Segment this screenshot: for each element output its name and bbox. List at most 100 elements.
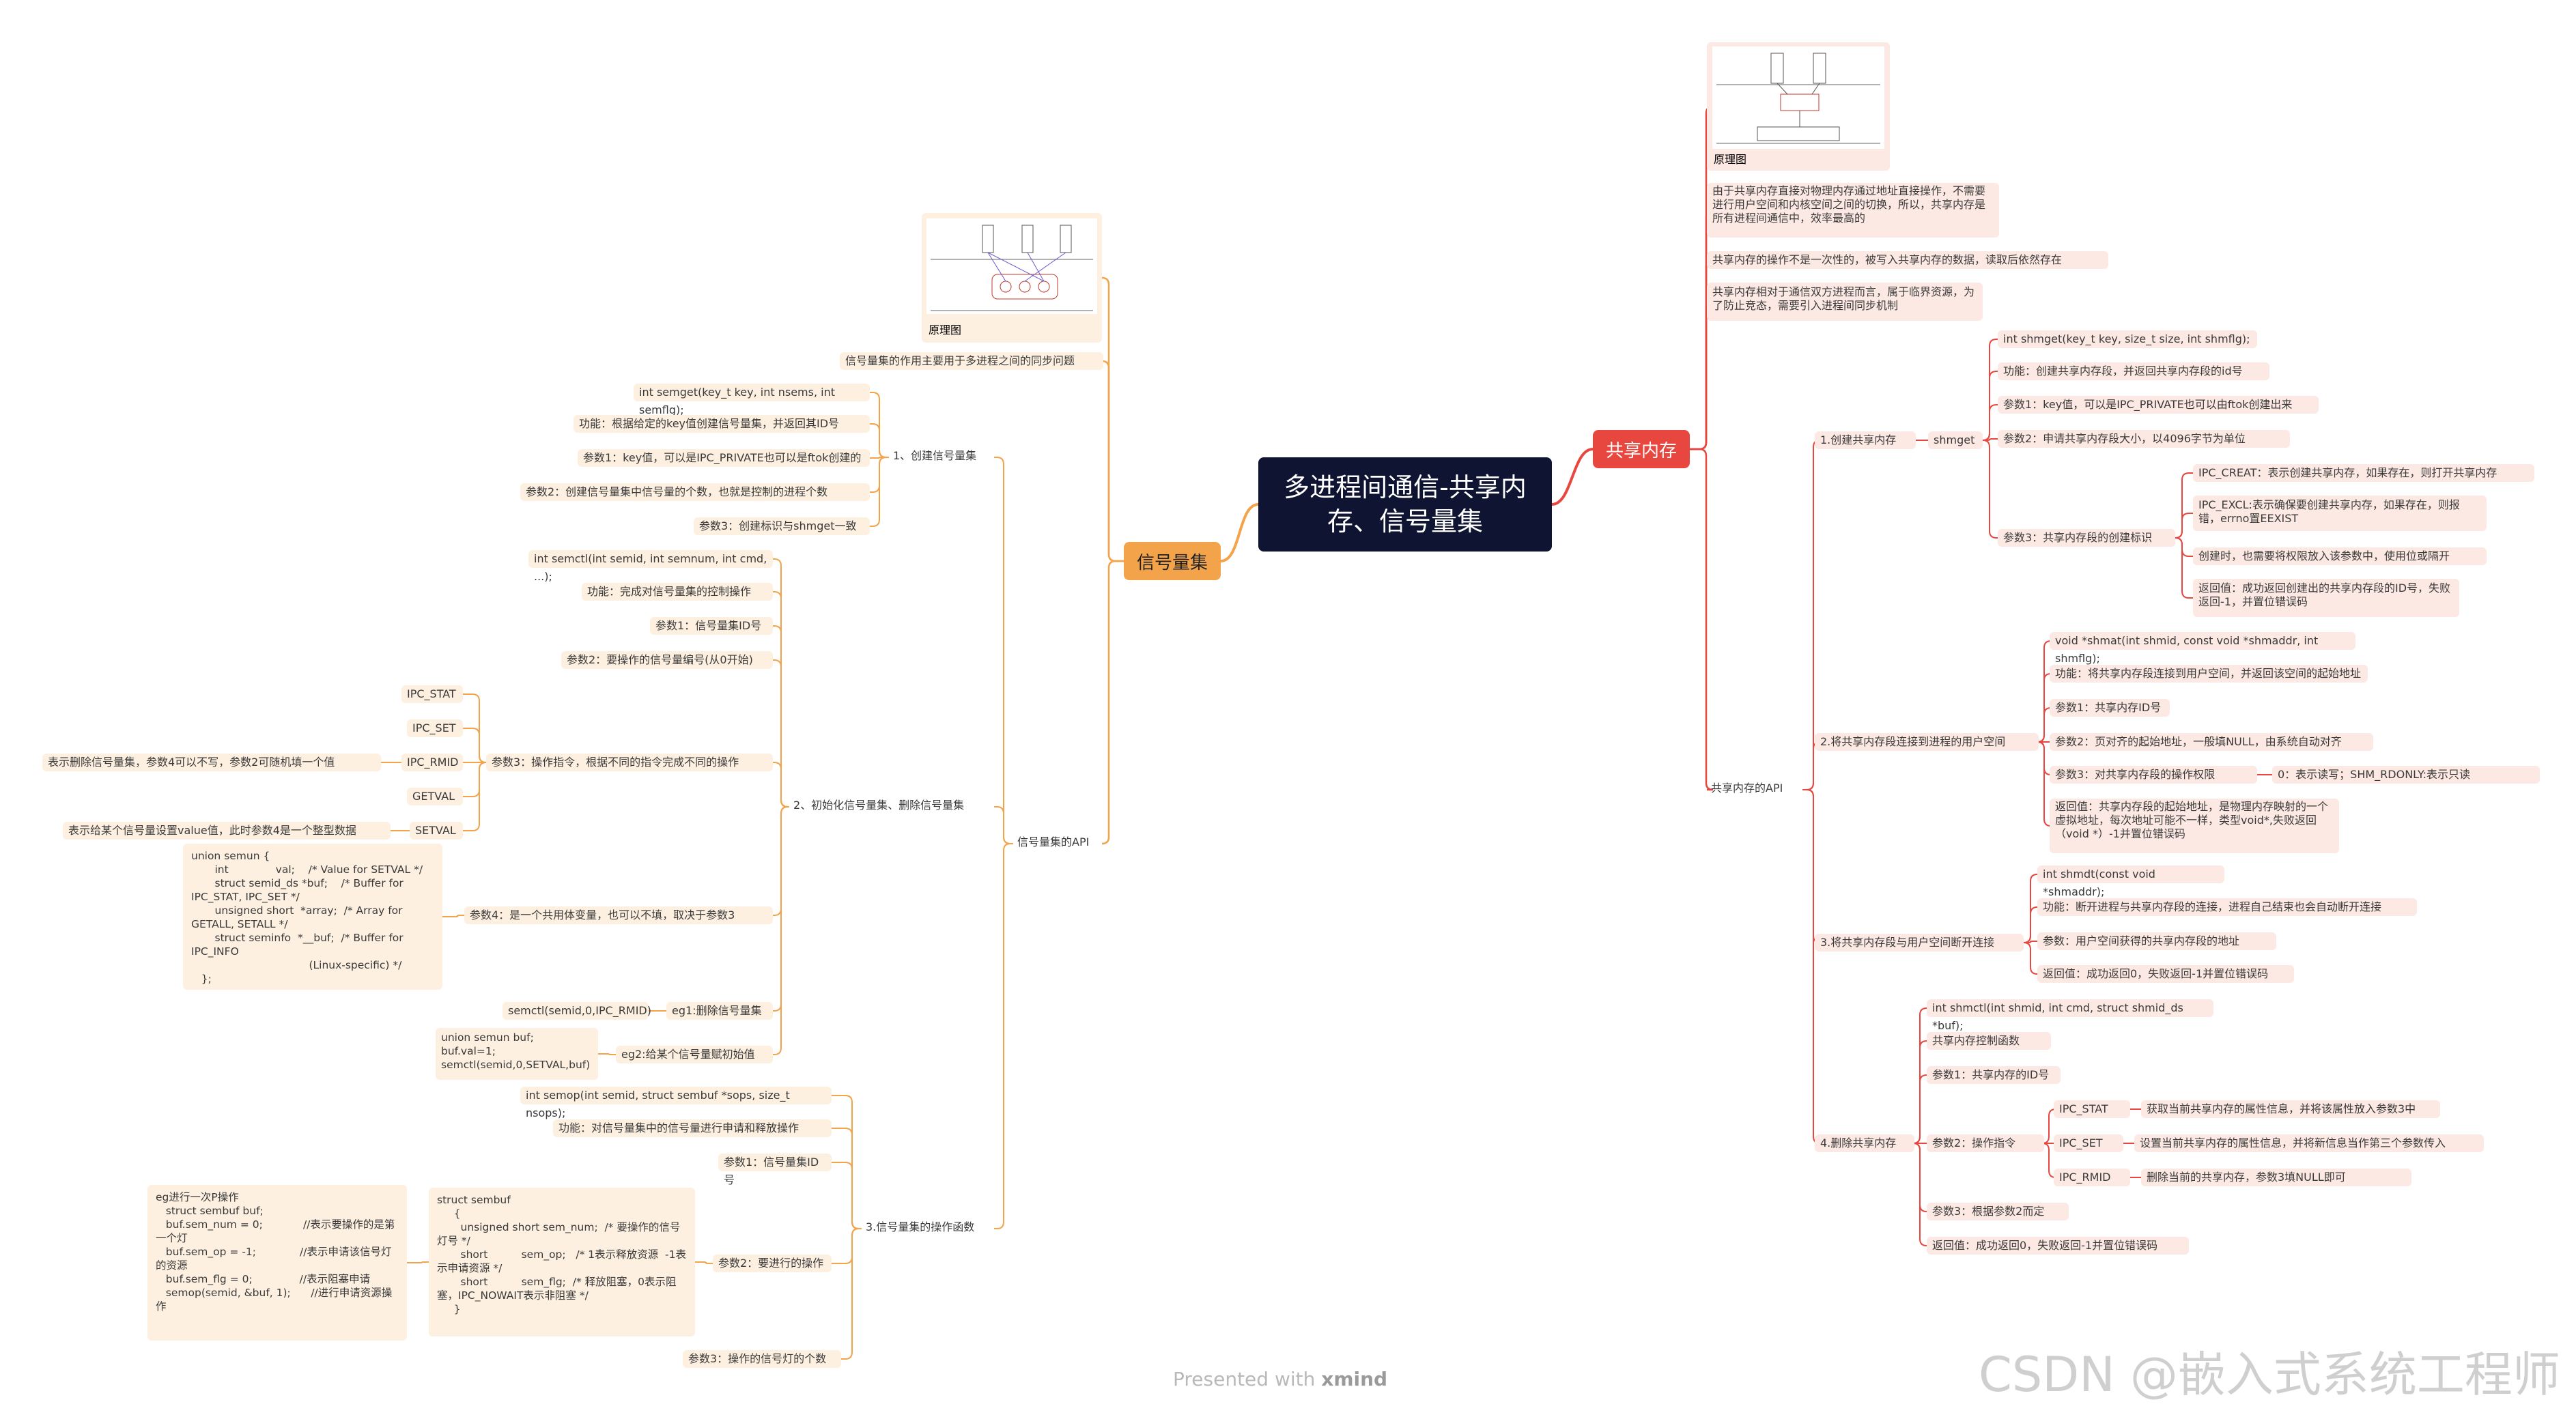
connector bbox=[2175, 472, 2193, 539]
sem-init-cmd-set[interactable]: IPC_SET bbox=[407, 719, 463, 737]
sem-sembuf-code[interactable]: struct sembuf { unsigned short sem_num; … bbox=[429, 1188, 695, 1336]
sem-init[interactable]: 2、初始化信号量集、删除信号量集 bbox=[793, 799, 965, 812]
connector bbox=[695, 1261, 713, 1264]
shm-create[interactable]: 1.创建共享内存 bbox=[1815, 431, 1916, 449]
sem-init-setval-note[interactable]: 表示给某个信号量设置value值，此时参数4是一个整型数据 bbox=[63, 822, 391, 840]
connector bbox=[407, 1261, 429, 1263]
shm-remove[interactable]: 4.删除共享内存 bbox=[1815, 1134, 1914, 1152]
shm-attach-p3-detail[interactable]: 0：表示读写；SHM_RDONLY:表示只读 bbox=[2272, 766, 2540, 784]
sem-create-p3[interactable]: 参数3：创建标识与shmget一致 bbox=[694, 517, 870, 535]
connector bbox=[1912, 1074, 1927, 1144]
shm-attach-p1[interactable]: 参数1：共享内存ID号 bbox=[2050, 699, 2170, 717]
sem-op-proto[interactable]: int semop(int semid, struct sembuf *sops… bbox=[520, 1087, 832, 1119]
shm-remove-p1[interactable]: 参数1：共享内存的ID号 bbox=[1927, 1066, 2061, 1084]
shm-remove-cmd-set-desc[interactable]: 设置当前共享内存的属性信息，并将新信息当作第三个参数传入 bbox=[2134, 1134, 2484, 1152]
shm-remove-cmd-set[interactable]: IPC_SET bbox=[2054, 1134, 2123, 1152]
shm-attach[interactable]: 2.将共享内存段连接到进程的用户空间 bbox=[1815, 733, 2039, 751]
shm-create-p3[interactable]: 参数3：共享内存段的创建标识 bbox=[1998, 529, 2175, 547]
sem-init-cmd-getval[interactable]: GETVAL bbox=[407, 788, 463, 805]
sem-op-p3[interactable]: 参数3：操作的信号灯的个数 bbox=[683, 1350, 841, 1368]
shm-remove-p3[interactable]: 参数3：根据参数2而定 bbox=[1927, 1203, 2069, 1220]
sem-init-rmid-note[interactable]: 表示删除信号量集，参数4可以不写，参数2可随机填一个值 bbox=[42, 754, 381, 771]
central-topic[interactable]: 多进程间通信-共享内存、信号量集 bbox=[1258, 457, 1552, 552]
shm-attach-p3[interactable]: 参数3：对共享内存段的操作权限 bbox=[2050, 766, 2257, 784]
connector bbox=[1220, 503, 1259, 562]
shm-desc-critical[interactable]: 共享内存相对于通信双方进程而言，属于临界资源，为了防止竞态，需要引入进程间同步机… bbox=[1707, 283, 1983, 321]
sem-create-p1[interactable]: 参数1：key值，可以是IPC_PRIVATE也可以是ftok创建的 bbox=[578, 449, 870, 467]
connector bbox=[870, 457, 889, 527]
shm-principle-diagram[interactable]: 原理图 bbox=[1707, 42, 1890, 171]
sem-create-proto[interactable]: int semget(key_t key, int nsems, int sem… bbox=[634, 384, 870, 416]
sem-init-proto[interactable]: int semctl(int semid, int semnum, int cm… bbox=[528, 550, 773, 583]
connector bbox=[1802, 789, 1821, 1144]
shm-desc-efficiency[interactable]: 由于共享内存直接对物理内存通过地址直接操作，不需要进行用户空间和内核空间之间的切… bbox=[1707, 183, 1999, 238]
shm-create-proto[interactable]: int shmget(key_t key, size_t size, int s… bbox=[1998, 330, 2257, 348]
sem-init-cmd-stat[interactable]: IPC_STAT bbox=[401, 685, 463, 703]
connector bbox=[2024, 941, 2037, 943]
shm-create-p1[interactable]: 参数1：key值，可以是IPC_PRIVATE也可以由ftok创建出来 bbox=[1998, 396, 2319, 414]
connector bbox=[2037, 707, 2052, 743]
shm-detach-proto[interactable]: int shmdt(const void *shmaddr); bbox=[2037, 865, 2224, 898]
sem-op-example-code[interactable]: eg进行一次P操作 struct sembuf buf; buf.sem_num… bbox=[147, 1185, 407, 1341]
sem-purpose[interactable]: 信号量集的作用主要用于多进程之间的同步问题 bbox=[840, 352, 1103, 370]
sem-init-p1[interactable]: 参数1：信号量集ID号 bbox=[650, 617, 773, 635]
connector bbox=[1982, 404, 1998, 441]
shm-create-flag-excl[interactable]: IPC_EXCL:表示确保要创建共享内存，如果存在，则报错，errno置EEXI… bbox=[2193, 496, 2487, 531]
shm-remove-proto[interactable]: int shmctl(int shmid, int cmd, struct sh… bbox=[1927, 999, 2213, 1032]
shm-create-func[interactable]: 功能：创建共享内存段，并返回共享内存段的id号 bbox=[1998, 362, 2269, 380]
sem-init-p3[interactable]: 参数3：操作指令，根据不同的指令完成不同的操作 bbox=[486, 754, 773, 771]
shm-desc-persistent[interactable]: 共享内存的操作不是一次性的，被写入共享内存的数据，读取后依然存在 bbox=[1707, 251, 2108, 269]
sem-create-p2[interactable]: 参数2：创建信号量集中信号量的个数，也就是控制的进程个数 bbox=[520, 483, 870, 501]
branch-shared-memory[interactable]: 共享内存 bbox=[1593, 430, 1690, 468]
sem-op-func[interactable]: 功能：对信号量集中的信号量进行申请和释放操作 bbox=[553, 1119, 832, 1137]
sem-principle-diagram[interactable]: 原理图 bbox=[922, 213, 1102, 343]
shm-attach-ret[interactable]: 返回值：共享内存段的起始地址，是物理内存映射的一个虚拟地址，每次地址可能不一样，… bbox=[2050, 799, 2339, 853]
connector bbox=[1101, 360, 1124, 562]
sem-init-cmd-rmid[interactable]: IPC_RMID bbox=[401, 754, 463, 771]
connector bbox=[832, 1228, 862, 1264]
shm-remove-p2[interactable]: 参数2：操作指令 bbox=[1927, 1134, 2044, 1152]
shm-remove-cmd-stat-desc[interactable]: 获取当前共享内存的属性信息，并将该属性放入参数3中 bbox=[2141, 1100, 2440, 1118]
shm-create-ret[interactable]: 返回值：成功返回创建出的共享内存段的ID号，失败返回-1，并置位错误码 bbox=[2193, 579, 2459, 617]
branch-semaphore-set[interactable]: 信号量集 bbox=[1124, 542, 1221, 580]
sem-op-p2[interactable]: 参数2：要进行的操作 bbox=[713, 1255, 832, 1272]
sem-union-code[interactable]: union semun { int val; /* Value for SETV… bbox=[183, 844, 442, 990]
shm-create-fn[interactable]: shmget bbox=[1928, 431, 1983, 449]
sem-init-cmd-setval[interactable]: SETVAL bbox=[410, 822, 463, 840]
shm-create-flag-creat[interactable]: IPC_CREAT：表示创建共享内存，如果存在，则打开共享内存 bbox=[2193, 464, 2534, 482]
sem-create-func[interactable]: 功能：根据给定的key值创建信号量集，并返回其ID号 bbox=[574, 415, 870, 433]
shm-attach-func[interactable]: 功能：将共享内存段连接到用户空间，并返回该空间的起始地址 bbox=[2050, 665, 2368, 683]
sem-init-eg2[interactable]: eg2:给某个信号量赋初始值 bbox=[616, 1046, 773, 1063]
connector bbox=[2041, 1143, 2056, 1178]
shm-detach[interactable]: 3.将共享内存段与用户空间断开连接 bbox=[1815, 934, 2024, 951]
shm-remove-func[interactable]: 共享内存控制函数 bbox=[1927, 1032, 2051, 1050]
shm-create-perm[interactable]: 创建时，也需要将权限放入该参数中，使用位或隔开 bbox=[2193, 547, 2487, 565]
connector bbox=[1912, 1143, 1927, 1246]
sem-init-func[interactable]: 功能：完成对信号量集的控制操作 bbox=[582, 583, 773, 601]
sem-op[interactable]: 3.信号量集的操作函数 bbox=[866, 1220, 975, 1233]
shm-api[interactable]: 共享内存的API bbox=[1711, 782, 1783, 795]
sem-op-p1[interactable]: 参数1：信号量集ID号 bbox=[718, 1154, 832, 1186]
sem-init-eg2-code[interactable]: union semun buf; buf.val=1; semctl(semid… bbox=[436, 1028, 598, 1080]
sem-init-p4[interactable]: 参数4：是一个共用体变量，也可以不填，取决于参数3 bbox=[464, 906, 773, 924]
connector bbox=[1802, 789, 1821, 943]
connector bbox=[1101, 276, 1124, 562]
shm-remove-ret[interactable]: 返回值：成功返回0，失败返回-1并置位错误码 bbox=[1927, 1237, 2189, 1255]
sem-api[interactable]: 信号量集的API bbox=[1017, 835, 1090, 848]
shm-remove-cmd-rmid[interactable]: IPC_RMID bbox=[2054, 1169, 2130, 1186]
sem-create[interactable]: 1、创建信号量集 bbox=[893, 449, 977, 462]
sem-init-eg1[interactable]: eg1:删除信号量集 bbox=[666, 1002, 773, 1020]
shm-detach-param[interactable]: 参数：用户空间获得的共享内存段的地址 bbox=[2037, 932, 2276, 950]
connector bbox=[832, 1128, 862, 1229]
shm-remove-cmd-stat[interactable]: IPC_STAT bbox=[2054, 1100, 2130, 1118]
shm-attach-p2[interactable]: 参数2：页对齐的起始地址，一般填NULL，由系统自动对齐 bbox=[2050, 733, 2373, 751]
shm-detach-func[interactable]: 功能：断开进程与共享内存段的连接，进程自己结束也会自动断开连接 bbox=[2037, 898, 2417, 916]
sem-init-p2[interactable]: 参数2：要操作的信号量编号(从0开始) bbox=[561, 651, 773, 669]
sem-init-eg1-code[interactable]: semctl(semid,0,IPC_RMID) bbox=[503, 1002, 651, 1020]
shm-create-p2[interactable]: 参数2：申请共享内存段大小，以4096字节为单位 bbox=[1998, 430, 2290, 448]
shm-detach-ret[interactable]: 返回值：成功返回0，失败返回-1并置位错误码 bbox=[2037, 965, 2294, 983]
shm-remove-cmd-rmid-desc[interactable]: 删除当前的共享内存，参数3填NULL即可 bbox=[2141, 1169, 2411, 1186]
connector bbox=[841, 1228, 862, 1360]
shm-attach-proto[interactable]: void *shmat(int shmid, const void *shmad… bbox=[2050, 632, 2355, 665]
